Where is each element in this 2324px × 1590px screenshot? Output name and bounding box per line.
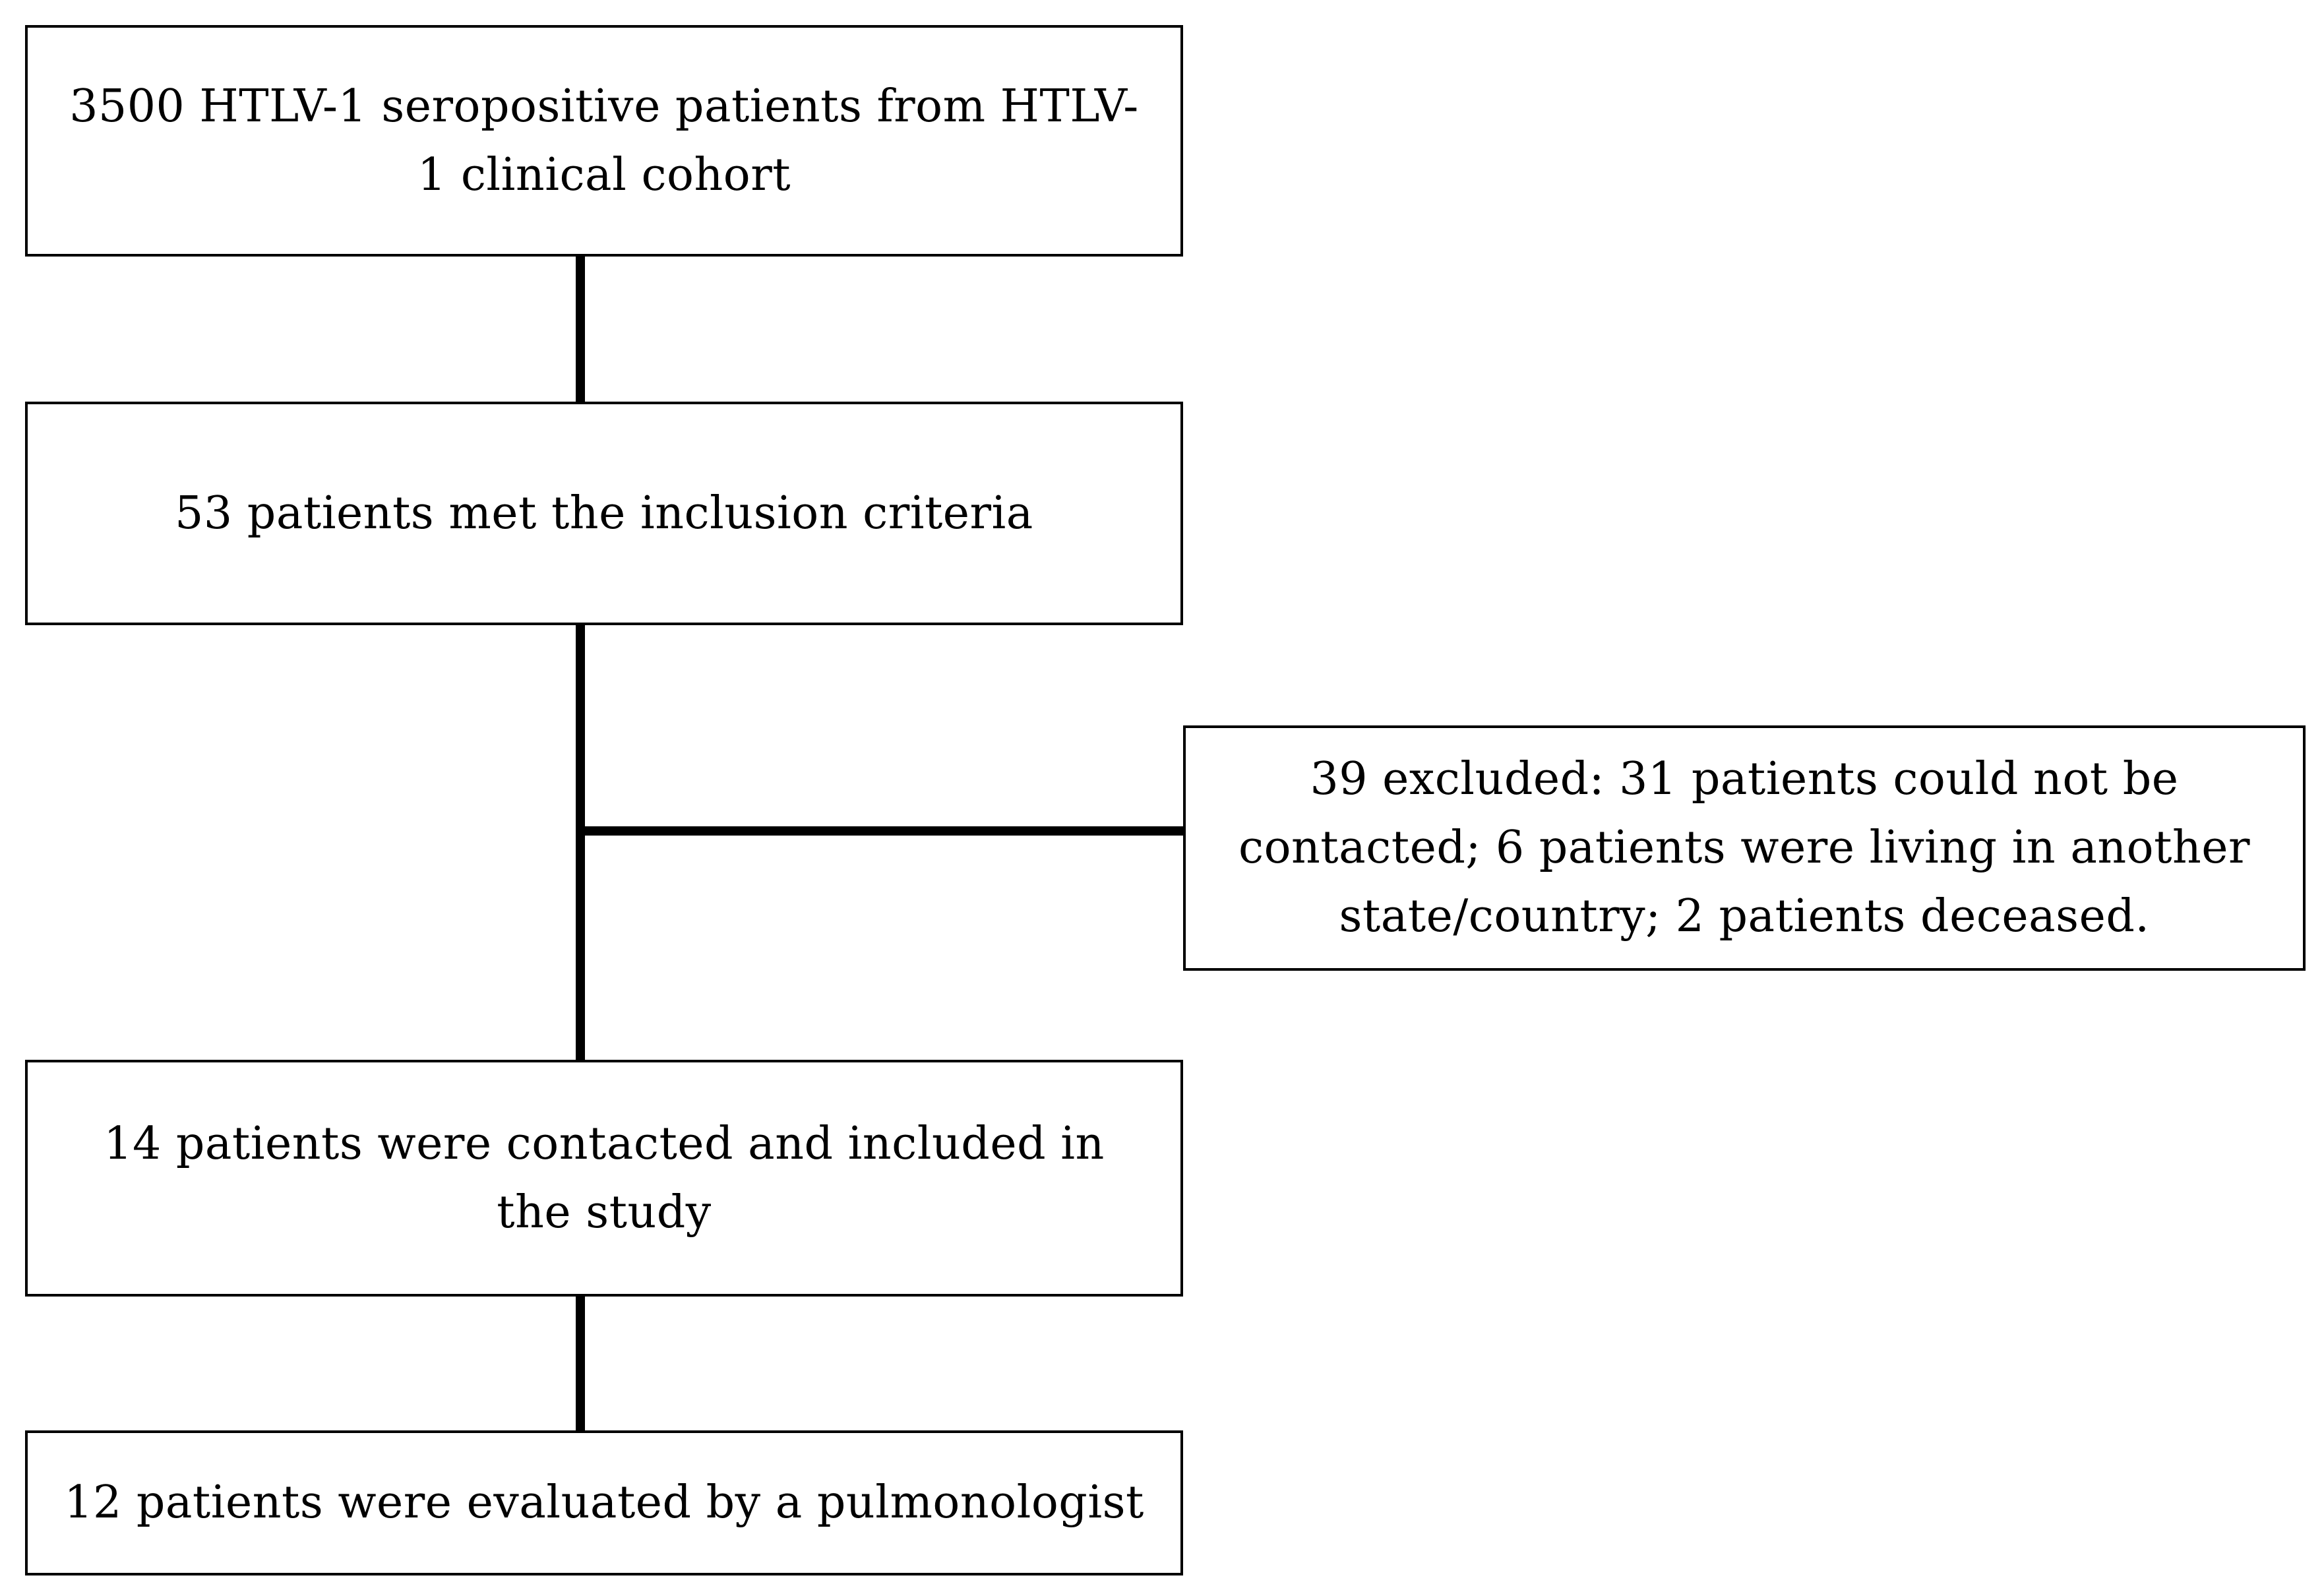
included-box-text: 14 patients were contacted and included …	[104, 1117, 1105, 1238]
connector-inclusion-to-included	[576, 625, 585, 1060]
connector-cohort-to-inclusion	[576, 257, 585, 402]
included-box: 14 patients were contacted and included …	[25, 1060, 1183, 1297]
evaluated-box-text: 12 patients were evaluated by a pulmonol…	[64, 1477, 1144, 1529]
connector-included-to-evaluated	[576, 1297, 585, 1430]
inclusion-criteria-box: 53 patients met the inclusion criteria	[25, 402, 1183, 625]
cohort-box-text: 3500 HTLV-1 seropositive patients from H…	[69, 80, 1139, 201]
connector-branch-to-excluded	[576, 826, 1183, 836]
excluded-box-text: 39 excluded: 31 patients could not be co…	[1238, 753, 2250, 942]
excluded-box: 39 excluded: 31 patients could not be co…	[1183, 725, 2306, 971]
cohort-box: 3500 HTLV-1 seropositive patients from H…	[25, 25, 1183, 257]
inclusion-criteria-box-text: 53 patients met the inclusion criteria	[175, 487, 1033, 539]
evaluated-box: 12 patients were evaluated by a pulmonol…	[25, 1430, 1183, 1575]
